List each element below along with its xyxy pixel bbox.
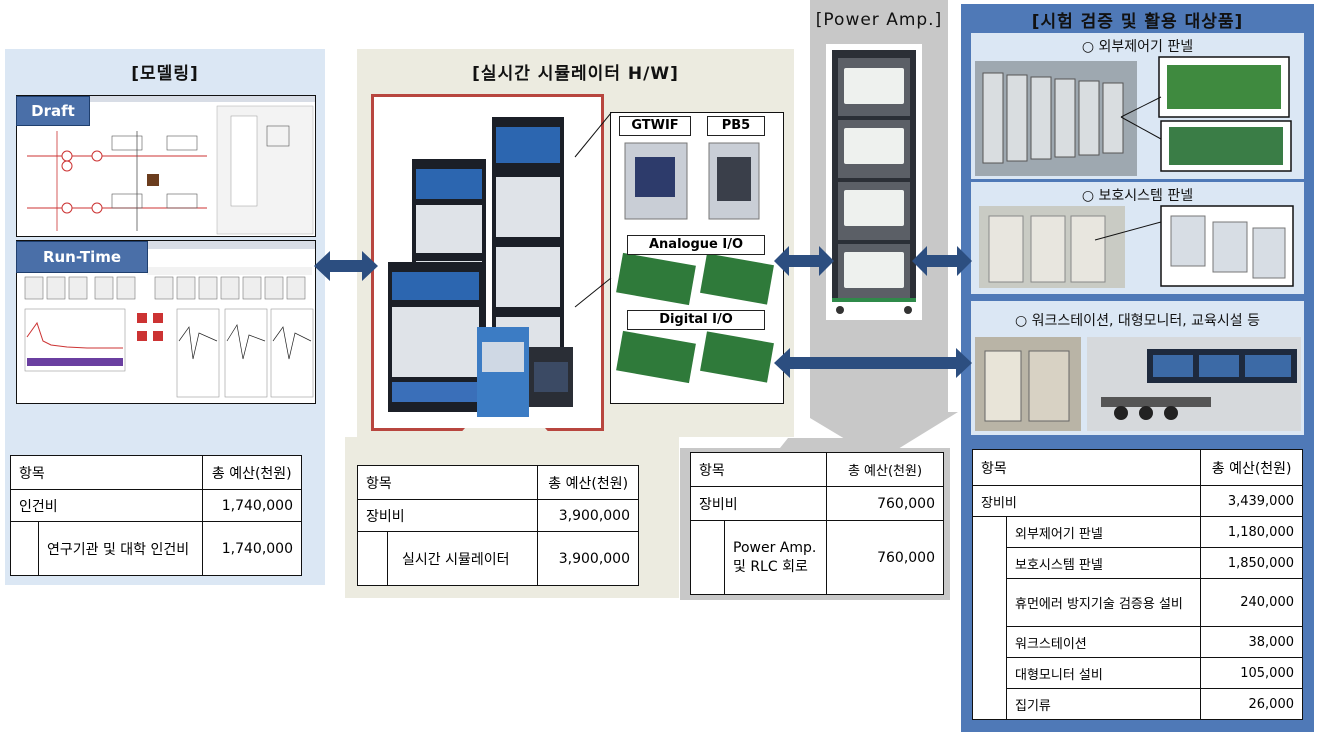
row-value: 1,740,000 xyxy=(201,489,303,522)
card-label-digital-io: Digital I/O xyxy=(627,310,765,330)
double-arrow-simulator-poweramp xyxy=(774,246,834,276)
table-row: 워크스테이션 38,000 xyxy=(973,626,1303,658)
table-row: 인건비 1,740,000 xyxy=(10,489,303,522)
row-value: 1,180,000 xyxy=(1200,516,1303,548)
table-row: 외부제어기 판넬 1,180,000 xyxy=(972,516,1303,720)
targets-panel: [시험 검증 및 활용 대상품] ○ 외부제어기 판넬 ○ 보호시스템 판넬 xyxy=(961,4,1314,732)
draft-screenshot xyxy=(16,95,316,237)
protection-system-photos xyxy=(979,205,1294,288)
table-row: 집기류 26,000 xyxy=(973,688,1303,720)
row-item: Power Amp. 및 RLC 회로 xyxy=(724,520,827,595)
row-item: 연구기관 및 대학 인건비 xyxy=(38,521,203,576)
row-value: 3,439,000 xyxy=(1200,485,1303,517)
zoom-callout-lines xyxy=(574,112,612,308)
row-value: 1,850,000 xyxy=(1200,547,1303,579)
section-title: ○ 보호시스템 판넬 xyxy=(1081,188,1194,204)
card-label-gtwif: GTWIF xyxy=(619,116,691,136)
header-item: 항목 xyxy=(10,455,203,490)
runtime-dashboard xyxy=(17,241,315,398)
header-item: 항목 xyxy=(971,449,1202,486)
runtime-label: Run-Time xyxy=(16,241,148,273)
indent-cell xyxy=(10,521,39,576)
modeling-panel: [모델링] Draft xyxy=(5,49,325,585)
table-row: 보호시스템 판넬 1,850,000 xyxy=(973,547,1303,579)
indent-cell xyxy=(972,516,1007,720)
section-protection-system: ○ 보호시스템 판넬 xyxy=(971,182,1304,294)
double-arrow-modeling-simulator xyxy=(314,251,378,281)
header-budget: 총 예산(천원) xyxy=(201,455,303,490)
modeling-title: [모델링] xyxy=(131,64,199,84)
header-budget: 총 예산(천원) xyxy=(537,465,639,500)
header-budget: 총 예산(천원) xyxy=(1200,449,1303,486)
row-item: 장비비 xyxy=(971,485,1202,517)
header-budget: 총 예산(천원) xyxy=(826,452,944,487)
table-row: 장비비 3,900,000 xyxy=(356,499,639,532)
table-header-row: 항목 총 예산(천원) xyxy=(356,465,639,500)
table-row: 대형모니터 설비 105,000 xyxy=(973,657,1303,689)
table-row: 연구기관 및 대학 인건비 1,740,000 xyxy=(10,521,303,576)
row-value: 1,740,000 xyxy=(201,521,303,576)
row-item: 집기류 xyxy=(1005,688,1202,720)
row-item: 워크스테이션 xyxy=(1005,626,1202,658)
simulator-rack-photo xyxy=(371,94,604,431)
section-external-controller: ○ 외부제어기 판넬 xyxy=(971,33,1304,179)
table-row: 휴먼에러 방지기술 검증용 설비 240,000 xyxy=(973,578,1303,627)
targets-budget-table: 항목 총 예산(천원) 장비비 3,439,000 외부제어기 판넬 1,180… xyxy=(971,449,1303,720)
row-value: 760,000 xyxy=(826,486,944,521)
row-item: 장비비 xyxy=(690,486,827,521)
row-item: 외부제어기 판넬 xyxy=(1005,516,1202,548)
draft-label: Draft xyxy=(16,96,90,126)
io-cards-drawing xyxy=(616,142,774,384)
double-arrow-simulator-targets xyxy=(774,348,972,378)
table-header-row: 항목 총 예산(천원) xyxy=(10,455,303,490)
row-value: 3,900,000 xyxy=(537,531,639,586)
row-item: 대형모니터 설비 xyxy=(1005,657,1202,689)
external-controller-photos xyxy=(975,56,1292,176)
row-value: 38,000 xyxy=(1200,626,1303,658)
table-row: 장비비 3,439,000 xyxy=(971,485,1303,517)
row-item: 인건비 xyxy=(10,489,203,522)
table-row: Power Amp. 및 RLC 회로 760,000 xyxy=(690,520,944,595)
indent-cell xyxy=(690,520,725,595)
table-row: 장비비 760,000 xyxy=(690,486,944,521)
draft-schematic xyxy=(17,96,315,235)
header-item: 항목 xyxy=(356,465,539,500)
indent-cell xyxy=(357,531,388,586)
rack-drawing xyxy=(388,117,573,417)
card-label-analogue-io: Analogue I/O xyxy=(627,235,765,255)
simulator-panel: [실시간 시뮬레이터 H/W] xyxy=(357,49,794,437)
double-arrow-poweramp-targets xyxy=(912,246,972,276)
row-item: 실시간 시뮬레이터 xyxy=(386,531,539,586)
modeling-budget-table: 항목 총 예산(천원) 인건비 1,740,000 연구기관 및 대학 인건비 … xyxy=(10,455,303,576)
row-value: 240,000 xyxy=(1200,578,1303,627)
power-amp-budget-table: 항목 총 예산(천원) 장비비 760,000 Power Amp. 및 RLC… xyxy=(690,452,944,595)
row-value: 26,000 xyxy=(1200,688,1303,720)
table-header-row: 항목 총 예산(천원) xyxy=(690,452,944,487)
simulator-title: [실시간 시뮬레이터 H/W] xyxy=(472,64,679,84)
power-amp-rack xyxy=(832,50,916,314)
card-label-pb5: PB5 xyxy=(707,116,765,136)
row-value: 3,900,000 xyxy=(537,499,639,532)
section-workstation: ○ 워크스테이션, 대형모니터, 교육시설 등 xyxy=(971,301,1304,435)
power-amp-photo xyxy=(826,44,922,320)
table-header-row: 항목 총 예산(천원) xyxy=(971,449,1303,486)
workstation-photos xyxy=(975,337,1301,431)
section-title: ○ 워크스테이션, 대형모니터, 교육시설 등 xyxy=(1015,313,1260,329)
header-item: 항목 xyxy=(690,452,827,487)
targets-title: [시험 검증 및 활용 대상품] xyxy=(1031,12,1244,32)
simulator-budget-table: 항목 총 예산(천원) 장비비 3,900,000 실시간 시뮬레이터 3,90… xyxy=(356,465,639,586)
table-row: 실시간 시뮬레이터 3,900,000 xyxy=(357,531,639,586)
row-item: 휴먼에러 방지기술 검증용 설비 xyxy=(1005,578,1202,627)
row-item: 장비비 xyxy=(356,499,539,532)
row-item: 보호시스템 판넬 xyxy=(1005,547,1202,579)
power-amp-title: [Power Amp.] xyxy=(815,10,943,30)
section-title: ○ 외부제어기 판넬 xyxy=(1081,39,1194,55)
row-value: 105,000 xyxy=(1200,657,1303,689)
io-cards-box xyxy=(610,112,784,404)
row-value: 760,000 xyxy=(826,520,944,595)
